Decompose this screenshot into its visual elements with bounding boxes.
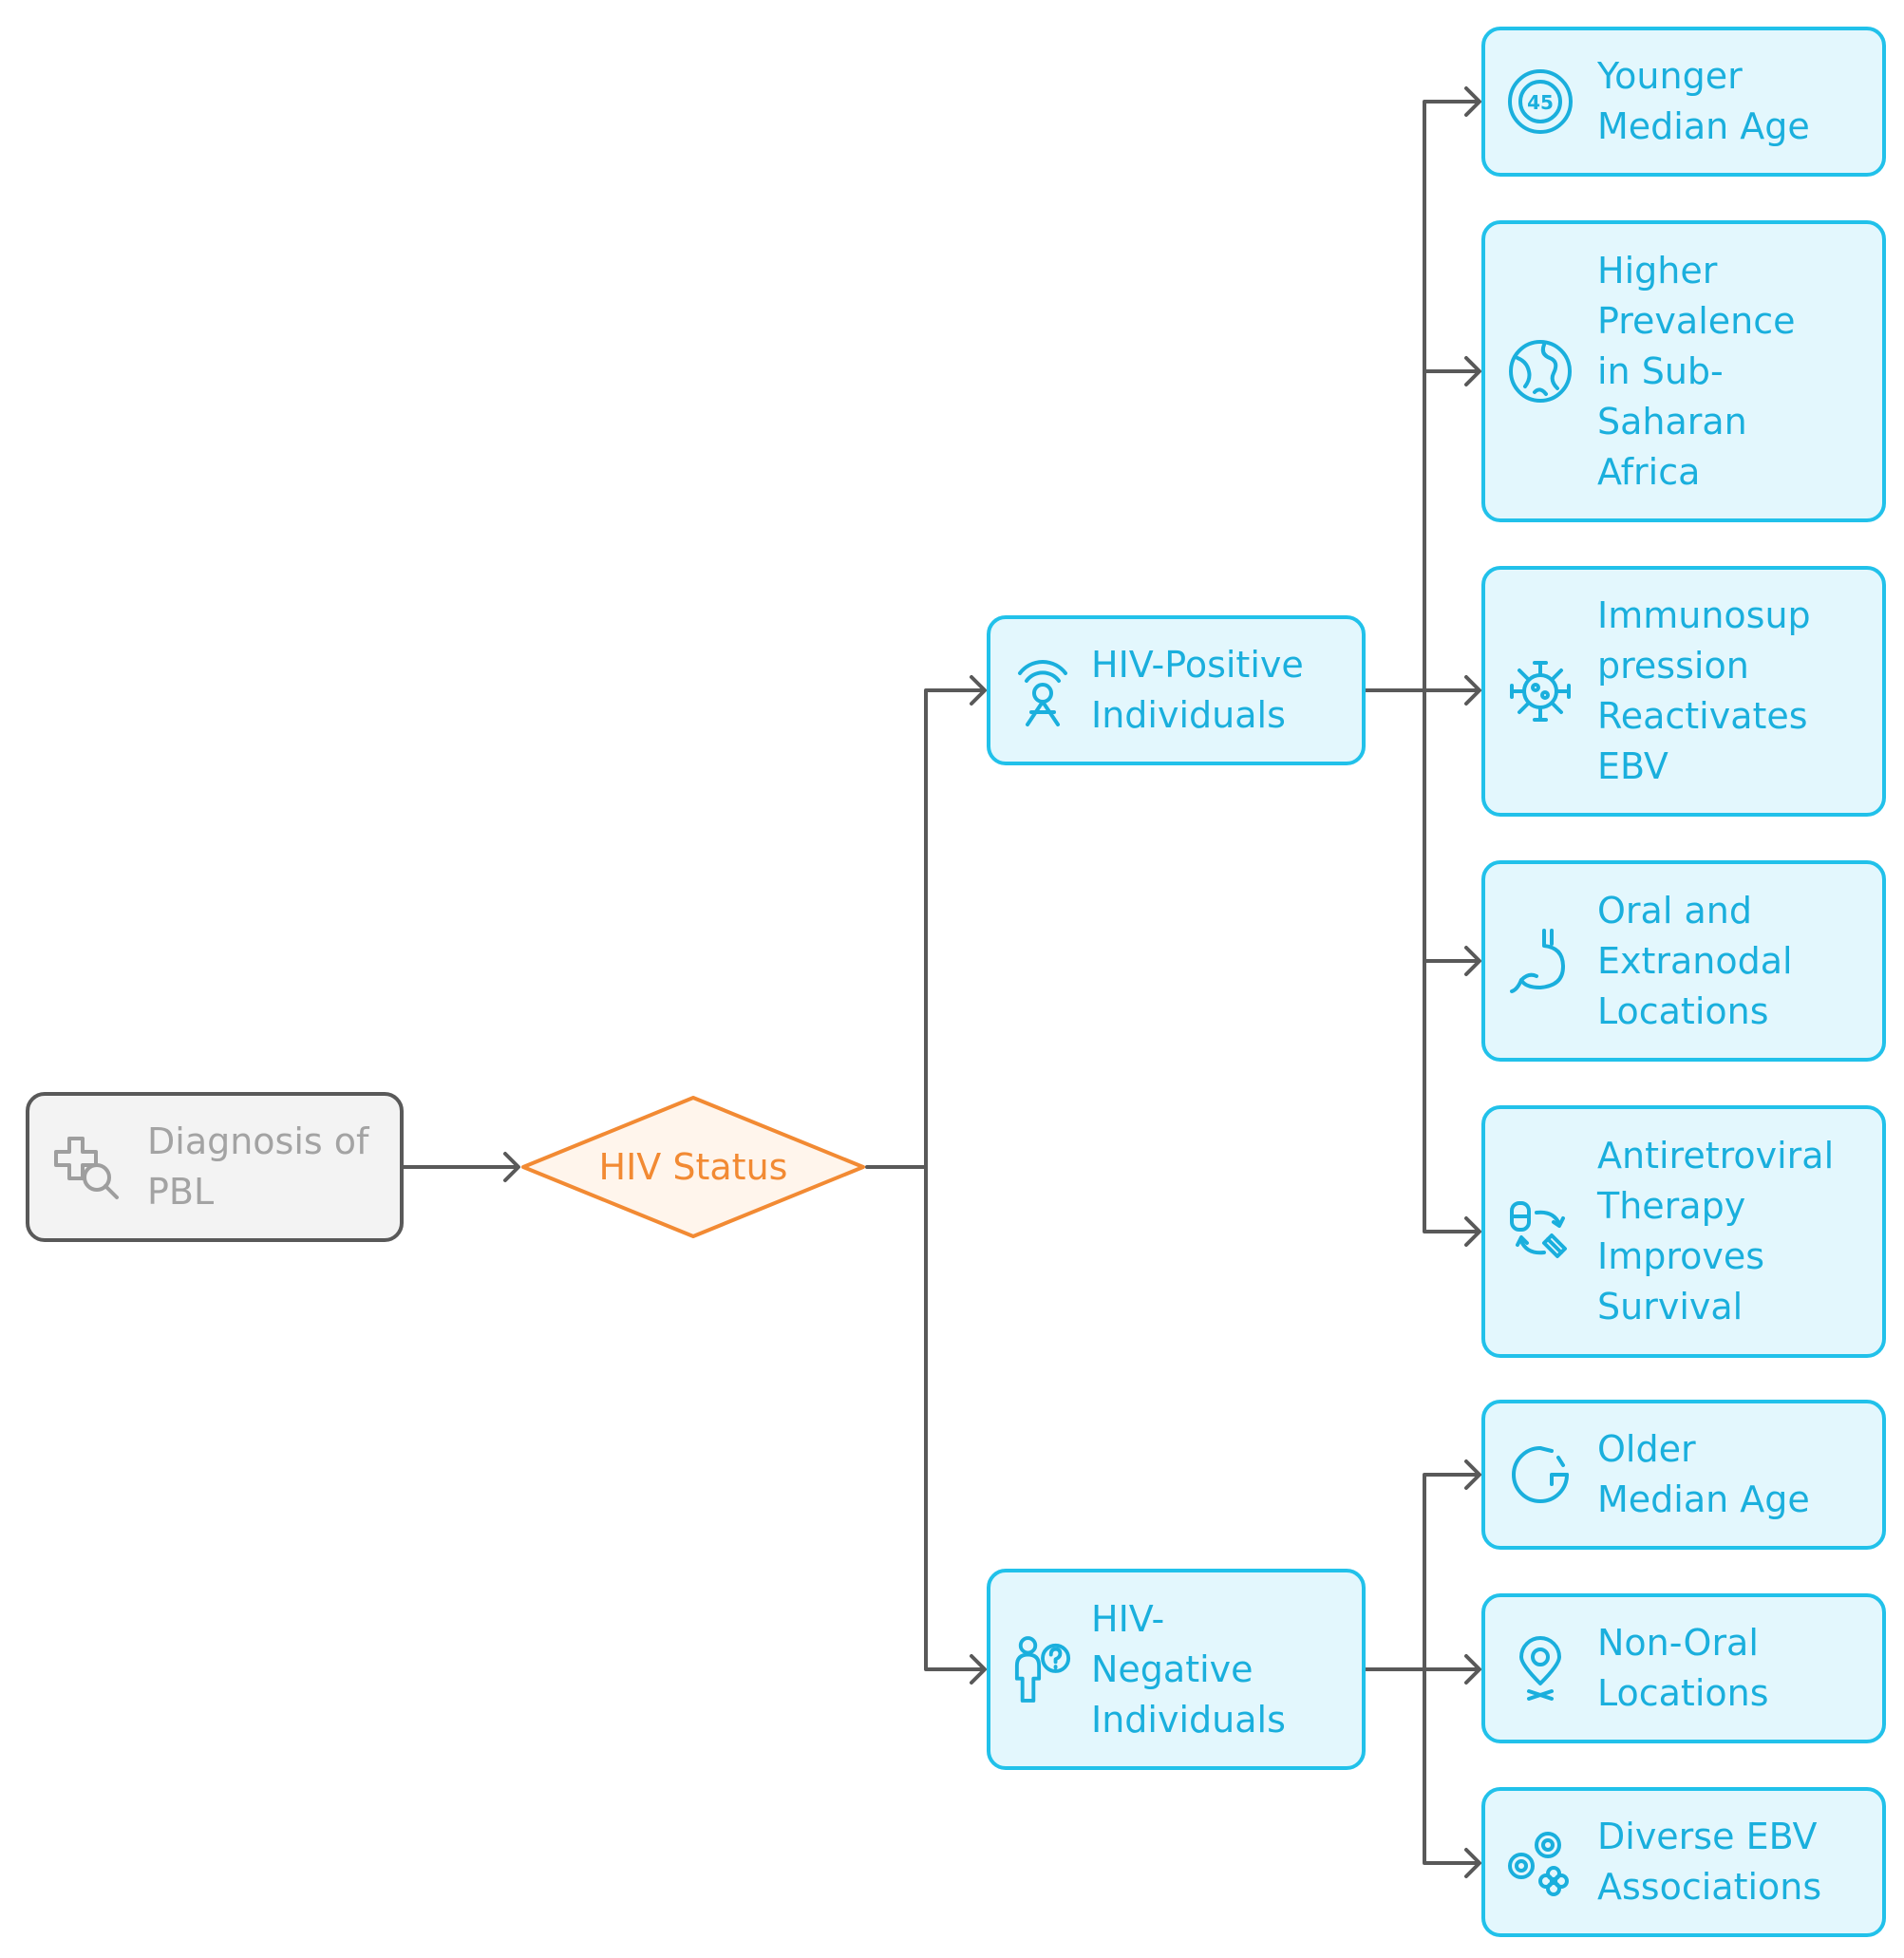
outcome-label: Diverse EBV Associations <box>1597 1816 1822 1908</box>
hiv-negative-node: HIV- Negative Individuals <box>987 1569 1366 1770</box>
medical-search-icon <box>52 1133 121 1201</box>
arrowhead <box>1464 1654 1481 1685</box>
outcome-antiretroviral: Antiretroviral Therapy Improves Survival <box>1481 1105 1886 1358</box>
root-label: Diagnosis of PBL <box>147 1120 369 1213</box>
arrowhead <box>1464 1216 1481 1247</box>
arrowhead <box>503 1152 520 1182</box>
edge-negative-outcomes <box>1364 1473 1480 1865</box>
outcome-older-median-age: Older Median Age <box>1481 1400 1886 1550</box>
globe-icon <box>1504 337 1576 405</box>
outcome-label: Antiretroviral Therapy Improves Survival <box>1597 1135 1835 1327</box>
arrowhead <box>970 675 987 706</box>
arrowhead <box>1464 946 1481 976</box>
outcome-label: Non-Oral Locations <box>1597 1622 1769 1714</box>
outcome-diverse-ebv: Diverse EBV Associations <box>1481 1787 1886 1937</box>
outcome-label: Older Median Age <box>1597 1428 1810 1520</box>
edge-decision-split <box>865 688 986 1671</box>
arrowhead <box>970 1654 987 1685</box>
hiv-positive-label: HIV-Positive Individuals <box>1091 644 1304 736</box>
person-question-icon <box>1013 1631 1072 1707</box>
decision-diamond <box>521 1096 865 1238</box>
medical-scanner-icon <box>1013 652 1072 728</box>
location-pin-icon <box>1504 1634 1576 1703</box>
virus-icon <box>1504 657 1576 725</box>
outcome-immunosuppression: Immunosup pression Reactivates EBV <box>1481 566 1886 817</box>
arrowhead <box>1464 675 1481 706</box>
outcome-higher-prevalence: Higher Prevalence in Sub- Saharan Africa <box>1481 220 1886 522</box>
age-45-icon: 45 <box>1504 67 1576 136</box>
decision-label: HIV Status <box>598 1146 788 1188</box>
hiv-positive-node: HIV-Positive Individuals <box>987 615 1366 765</box>
svg-text:45: 45 <box>1527 91 1554 114</box>
root-node: Diagnosis of PBL <box>26 1092 404 1242</box>
arrowhead <box>1464 356 1481 386</box>
arrowhead <box>1464 86 1481 117</box>
arrowhead <box>1464 1459 1481 1490</box>
outcome-non-oral-locations: Non-Oral Locations <box>1481 1593 1886 1743</box>
outcome-younger-median-age: 45 Younger Median Age <box>1481 27 1886 177</box>
hiv-negative-label: HIV- Negative Individuals <box>1091 1597 1286 1741</box>
outcome-label: Oral and Extranodal Locations <box>1597 889 1793 1032</box>
outcome-oral-extranodal: Oral and Extranodal Locations <box>1481 860 1886 1062</box>
clock-icon <box>1504 1440 1576 1509</box>
outcome-label: Younger Median Age <box>1597 55 1810 147</box>
medication-cycle-icon <box>1504 1197 1576 1266</box>
outcome-label: Immunosup pression Reactivates EBV <box>1597 594 1811 787</box>
arrowhead <box>1464 1848 1481 1878</box>
outcome-label: Higher Prevalence in Sub- Saharan Africa <box>1597 249 1796 493</box>
cells-cluster-icon <box>1504 1828 1576 1896</box>
stomach-icon <box>1504 927 1576 995</box>
edge-positive-outcomes <box>1364 100 1480 1233</box>
